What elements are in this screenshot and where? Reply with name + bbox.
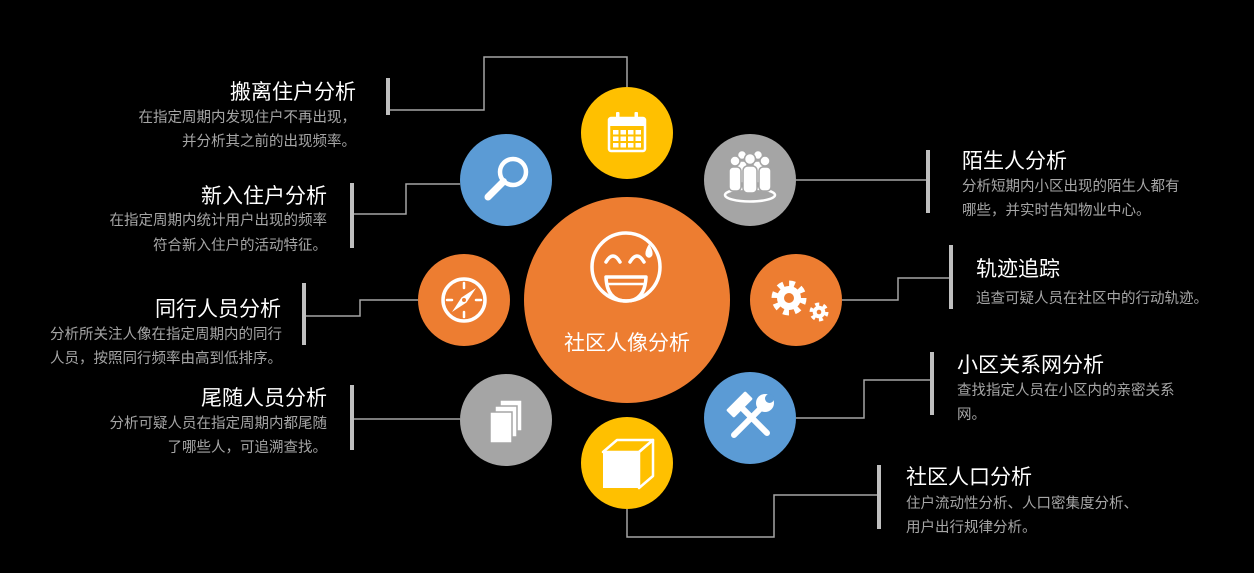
person-body (758, 166, 772, 192)
right-eye (628, 254, 646, 264)
connector-line (306, 299, 418, 317)
node-community-relationship-network: 小区关系网分析 查找指定人员在小区内的亲密关系 网。 (704, 352, 1175, 464)
companion-persons-desc-line: 人员，按照同行频率由高到低排序。 (50, 350, 282, 367)
documents-icon (489, 399, 523, 444)
compass-ticks (445, 281, 483, 319)
calendar-day (620, 130, 626, 135)
calendar-day (620, 143, 626, 148)
node-move-out-residents: 搬离住户分析 在指定周期内发现住户不再出现， 并分析其之前的出现频率。 (139, 56, 673, 179)
compass-icon (441, 277, 487, 323)
node-stranger-analysis: 陌生人分析 分析短期内小区出现的陌生人都有 哪些，并实时告知物业中心。 (704, 134, 1180, 226)
companion-persons-desc-line: 分析所关注人像在指定周期内的同行 (50, 326, 282, 343)
center-label: 社区人像分析 (564, 331, 690, 355)
connector-line (390, 56, 628, 111)
community-population-title: 社区人口分析 (906, 465, 1032, 489)
calendar-day (628, 136, 634, 141)
move-out-residents-circle (581, 87, 673, 179)
divider-bar (302, 283, 306, 345)
move-out-residents-desc-line: 在指定周期内发现住户不再出现， (139, 109, 357, 126)
left-eye (604, 254, 622, 264)
calendar-day (613, 136, 619, 141)
companion-persons-title: 同行人员分析 (155, 297, 281, 321)
magnifier-lens (497, 156, 529, 188)
calendar-ring (634, 112, 638, 122)
node-community-population: 社区人口分析 住户流动性分析、人口密集度分析、 用户出行规律分析。 (581, 417, 1138, 538)
large-gear-teeth (771, 280, 807, 316)
hammer-head (726, 391, 753, 418)
connector-line (796, 379, 930, 419)
calendar-day (635, 130, 641, 135)
stranger-analysis-desc-line: 分析短期内小区出现的陌生人都有 (962, 178, 1180, 195)
calendar-day (613, 143, 619, 148)
smiley-face-icon (590, 231, 662, 303)
relationship-network-desc-line: 查找指定人员在小区内的亲密关系 (957, 382, 1175, 399)
calendar-day (628, 143, 634, 148)
divider-bar (926, 150, 930, 213)
tailing-persons-desc-line: 了哪些人，可追溯查找。 (168, 439, 328, 456)
calendar-day (620, 136, 626, 141)
wrench-jaw (765, 394, 774, 403)
person-head (759, 155, 771, 167)
gears-icon (771, 280, 829, 322)
calendar-ring (616, 112, 620, 122)
community-population-desc-line: 用户出行规律分析。 (906, 519, 1037, 536)
wrench-handle (731, 404, 765, 438)
move-out-residents-title: 搬离住户分析 (230, 80, 356, 104)
divider-bar (350, 183, 354, 248)
person-head (743, 152, 757, 166)
new-residents-desc-line: 在指定周期内统计用户出现的频率 (110, 212, 328, 229)
new-residents-title: 新入住户分析 (201, 184, 327, 208)
divider-bar (350, 385, 354, 450)
document-sheet (489, 411, 513, 444)
connector-line (354, 183, 460, 215)
large-gear-hole (784, 293, 794, 303)
calendar-day (613, 130, 619, 135)
person-head (729, 155, 741, 167)
sweat-drop (645, 244, 653, 258)
person-body (728, 166, 742, 192)
compass-pivot (462, 298, 466, 302)
node-companion-persons: 同行人员分析 分析所关注人像在指定周期内的同行 人员，按照同行频率由高到低排序。 (50, 254, 510, 367)
calendar-header (609, 118, 645, 126)
calendar-day (628, 130, 634, 135)
center-hub: 社区人像分析 (524, 197, 730, 403)
community-population-desc-line: 住户流动性分析、人口密集度分析、 (906, 495, 1138, 512)
calendar-day (635, 136, 641, 141)
people-silhouettes (728, 149, 772, 194)
divider-bar (930, 352, 934, 415)
cube-icon (601, 438, 655, 490)
node-new-residents: 新入住户分析 在指定周期内统计用户出现的频率 符合新入住户的活动特征。 (110, 134, 552, 254)
people-group-icon (723, 149, 777, 203)
magnifier-handle (484, 178, 507, 201)
node-tailing-persons: 尾随人员分析 分析可疑人员在指定周期内都尾随 了哪些人，可追溯查找。 (110, 374, 552, 466)
stranger-analysis-title: 陌生人分析 (962, 149, 1067, 173)
small-gear-hole (816, 309, 822, 315)
mouth (604, 275, 648, 303)
compass-ring (441, 277, 487, 323)
hammer-wrench-icon (726, 391, 774, 438)
divider-bar (877, 465, 881, 529)
new-residents-desc-line: 符合新入住户的活动特征。 (153, 237, 327, 254)
divider-bar (386, 78, 390, 115)
small-gear-teeth (809, 302, 829, 322)
cube-front-face (603, 452, 639, 488)
trajectory-tracking-title: 轨迹追踪 (976, 257, 1060, 281)
magnifying-glass-icon (484, 156, 529, 201)
relationship-network-desc-line: 网。 (957, 407, 986, 423)
calendar-icon (607, 112, 647, 153)
stranger-analysis-desc-line: 哪些，并实时告知物业中心。 (962, 202, 1151, 219)
person-body (742, 165, 758, 194)
relationship-network-title: 小区关系网分析 (957, 353, 1104, 377)
calendar-day (635, 143, 641, 148)
connector-line (842, 277, 949, 301)
divider-bar (949, 245, 953, 309)
connector-line (626, 494, 877, 538)
trajectory-tracking-desc-line: 追查可疑人员在社区中的行动轨迹。 (976, 290, 1208, 307)
tailing-persons-title: 尾随人员分析 (201, 386, 327, 410)
node-trajectory-tracking: 轨迹追踪 追查可疑人员在社区中的行动轨迹。 (750, 245, 1208, 346)
move-out-residents-desc-line: 并分析其之前的出现频率。 (182, 133, 356, 150)
tailing-persons-desc-line: 分析可疑人员在指定周期内都尾随 (110, 415, 328, 432)
